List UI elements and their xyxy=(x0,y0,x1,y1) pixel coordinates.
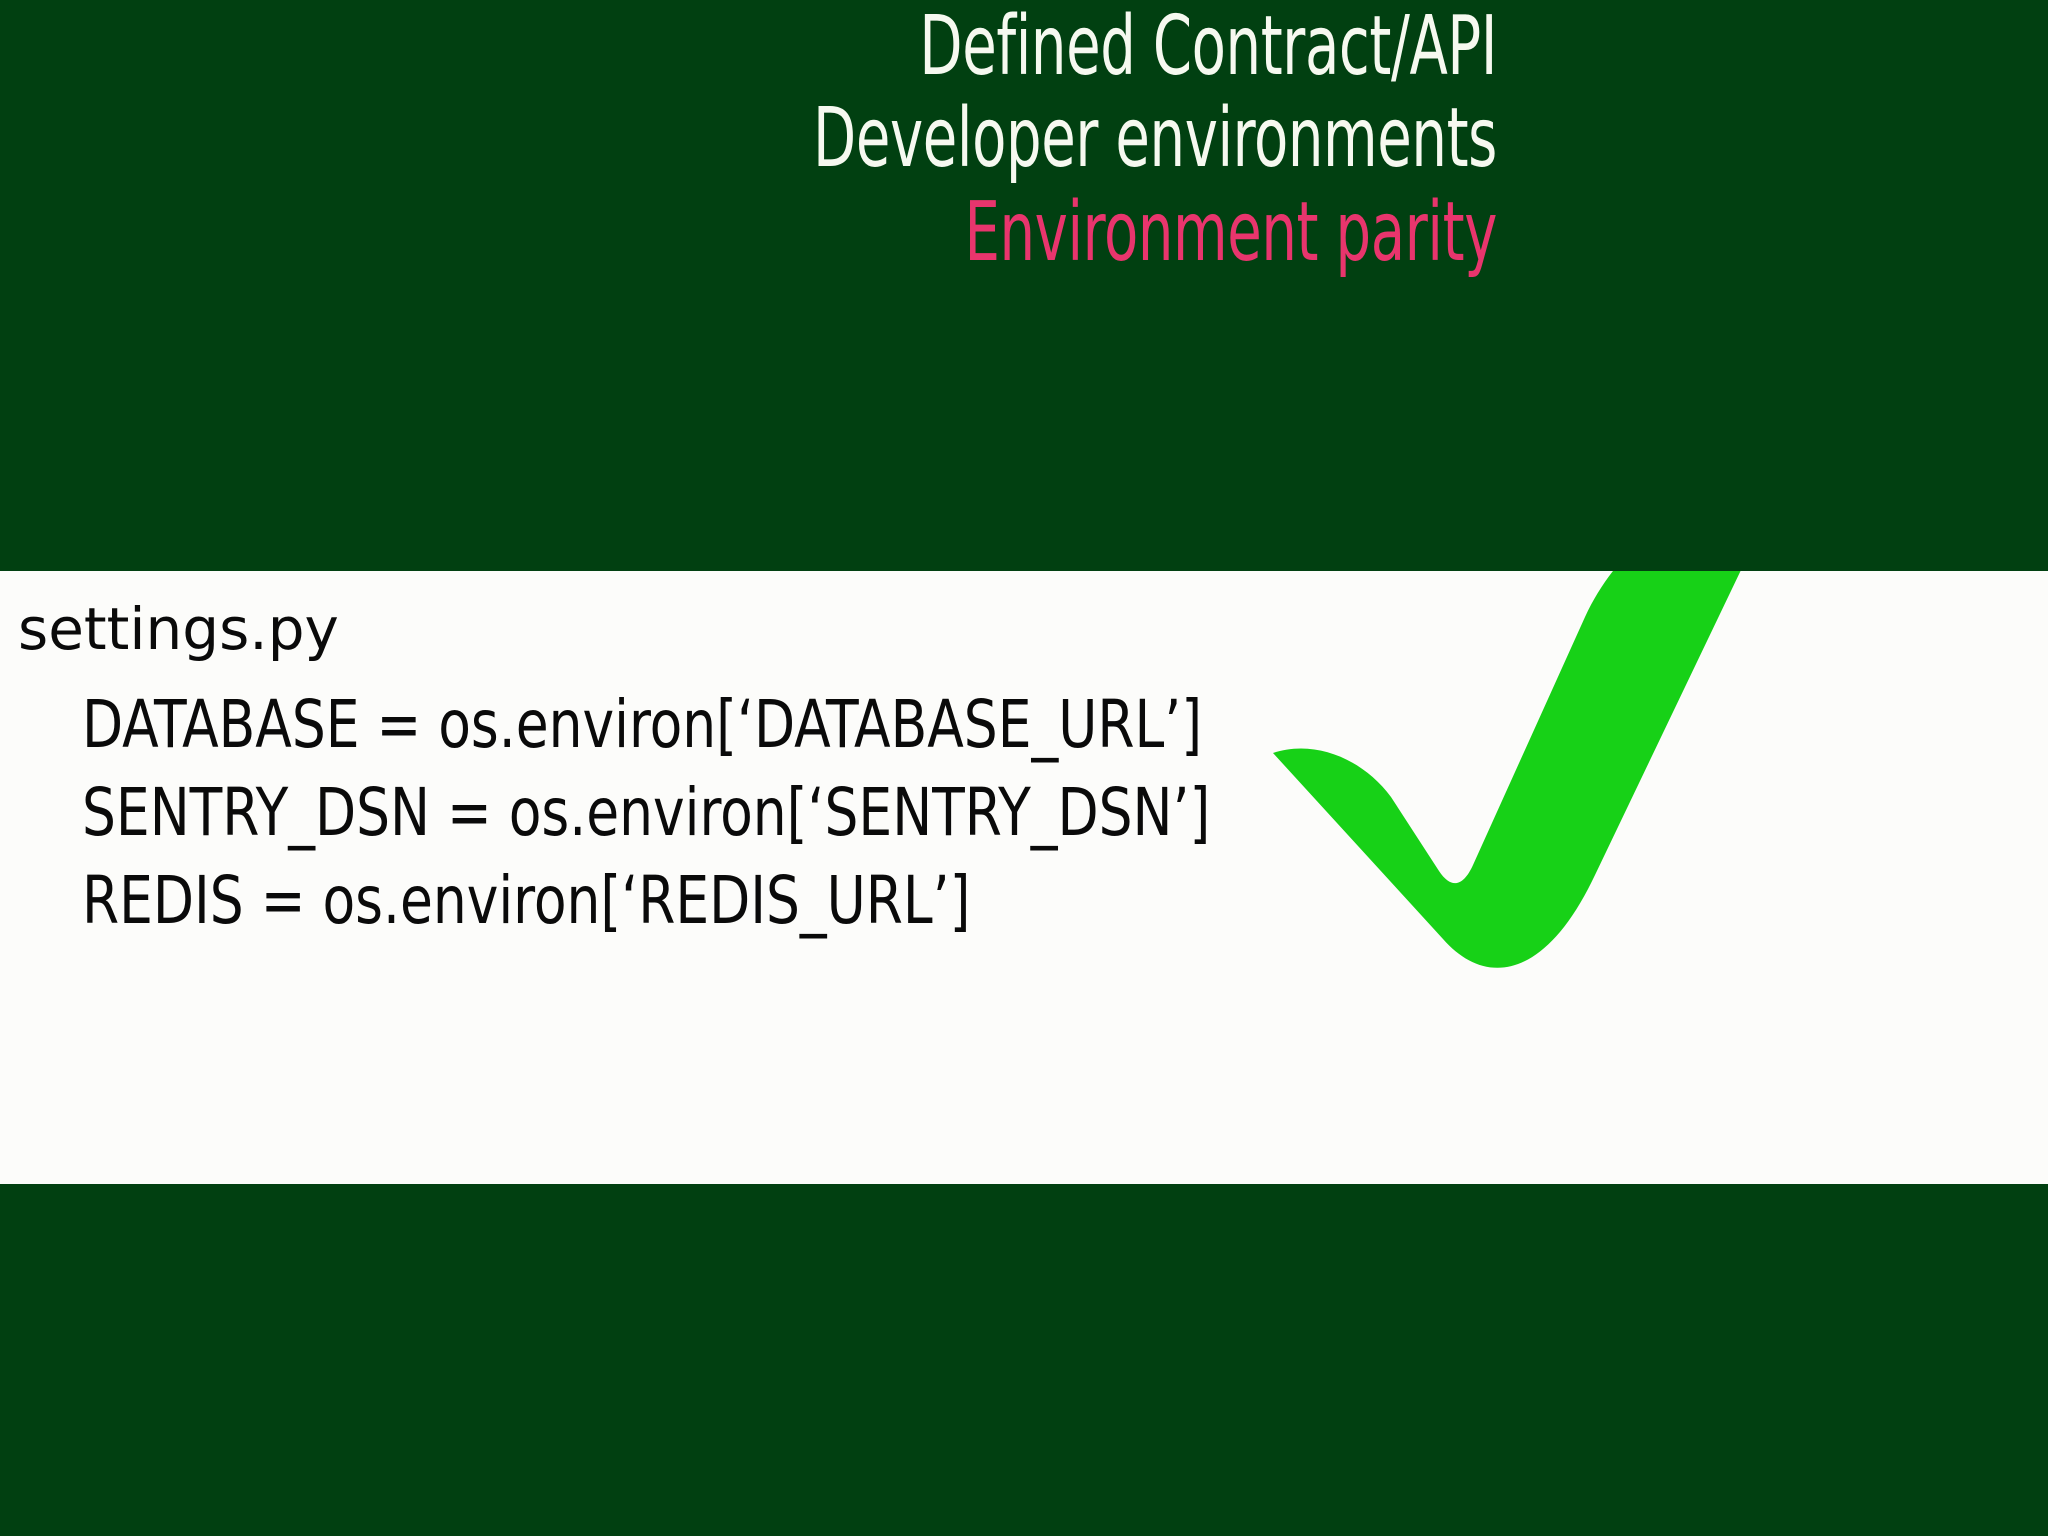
code-filename-label: settings.py xyxy=(18,595,339,663)
check-mark-wrapper xyxy=(1255,571,2048,1184)
code-block: DATABASE = os.environ[‘DATABASE_URL’] SE… xyxy=(82,681,1336,944)
code-line-redis: REDIS = os.environ[‘REDIS_URL’] xyxy=(82,861,971,939)
header-line-environment-parity: Environment parity xyxy=(964,185,1497,280)
code-panel: settings.py DATABASE = os.environ[‘DATAB… xyxy=(0,571,2048,1184)
header-bullet-list: Defined Contract/API Developer environme… xyxy=(0,0,1497,274)
code-line-database: DATABASE = os.environ[‘DATABASE_URL’] xyxy=(82,686,1203,763)
header-line-developer-environments: Developer environments xyxy=(813,91,1497,186)
check-mark-icon xyxy=(1273,571,1741,968)
code-line-sentry-dsn: SENTRY_DSN = os.environ[‘SENTRY_DSN’] xyxy=(82,773,1211,851)
header-line-defined-contract-api: Defined Contract/API xyxy=(919,0,1497,94)
